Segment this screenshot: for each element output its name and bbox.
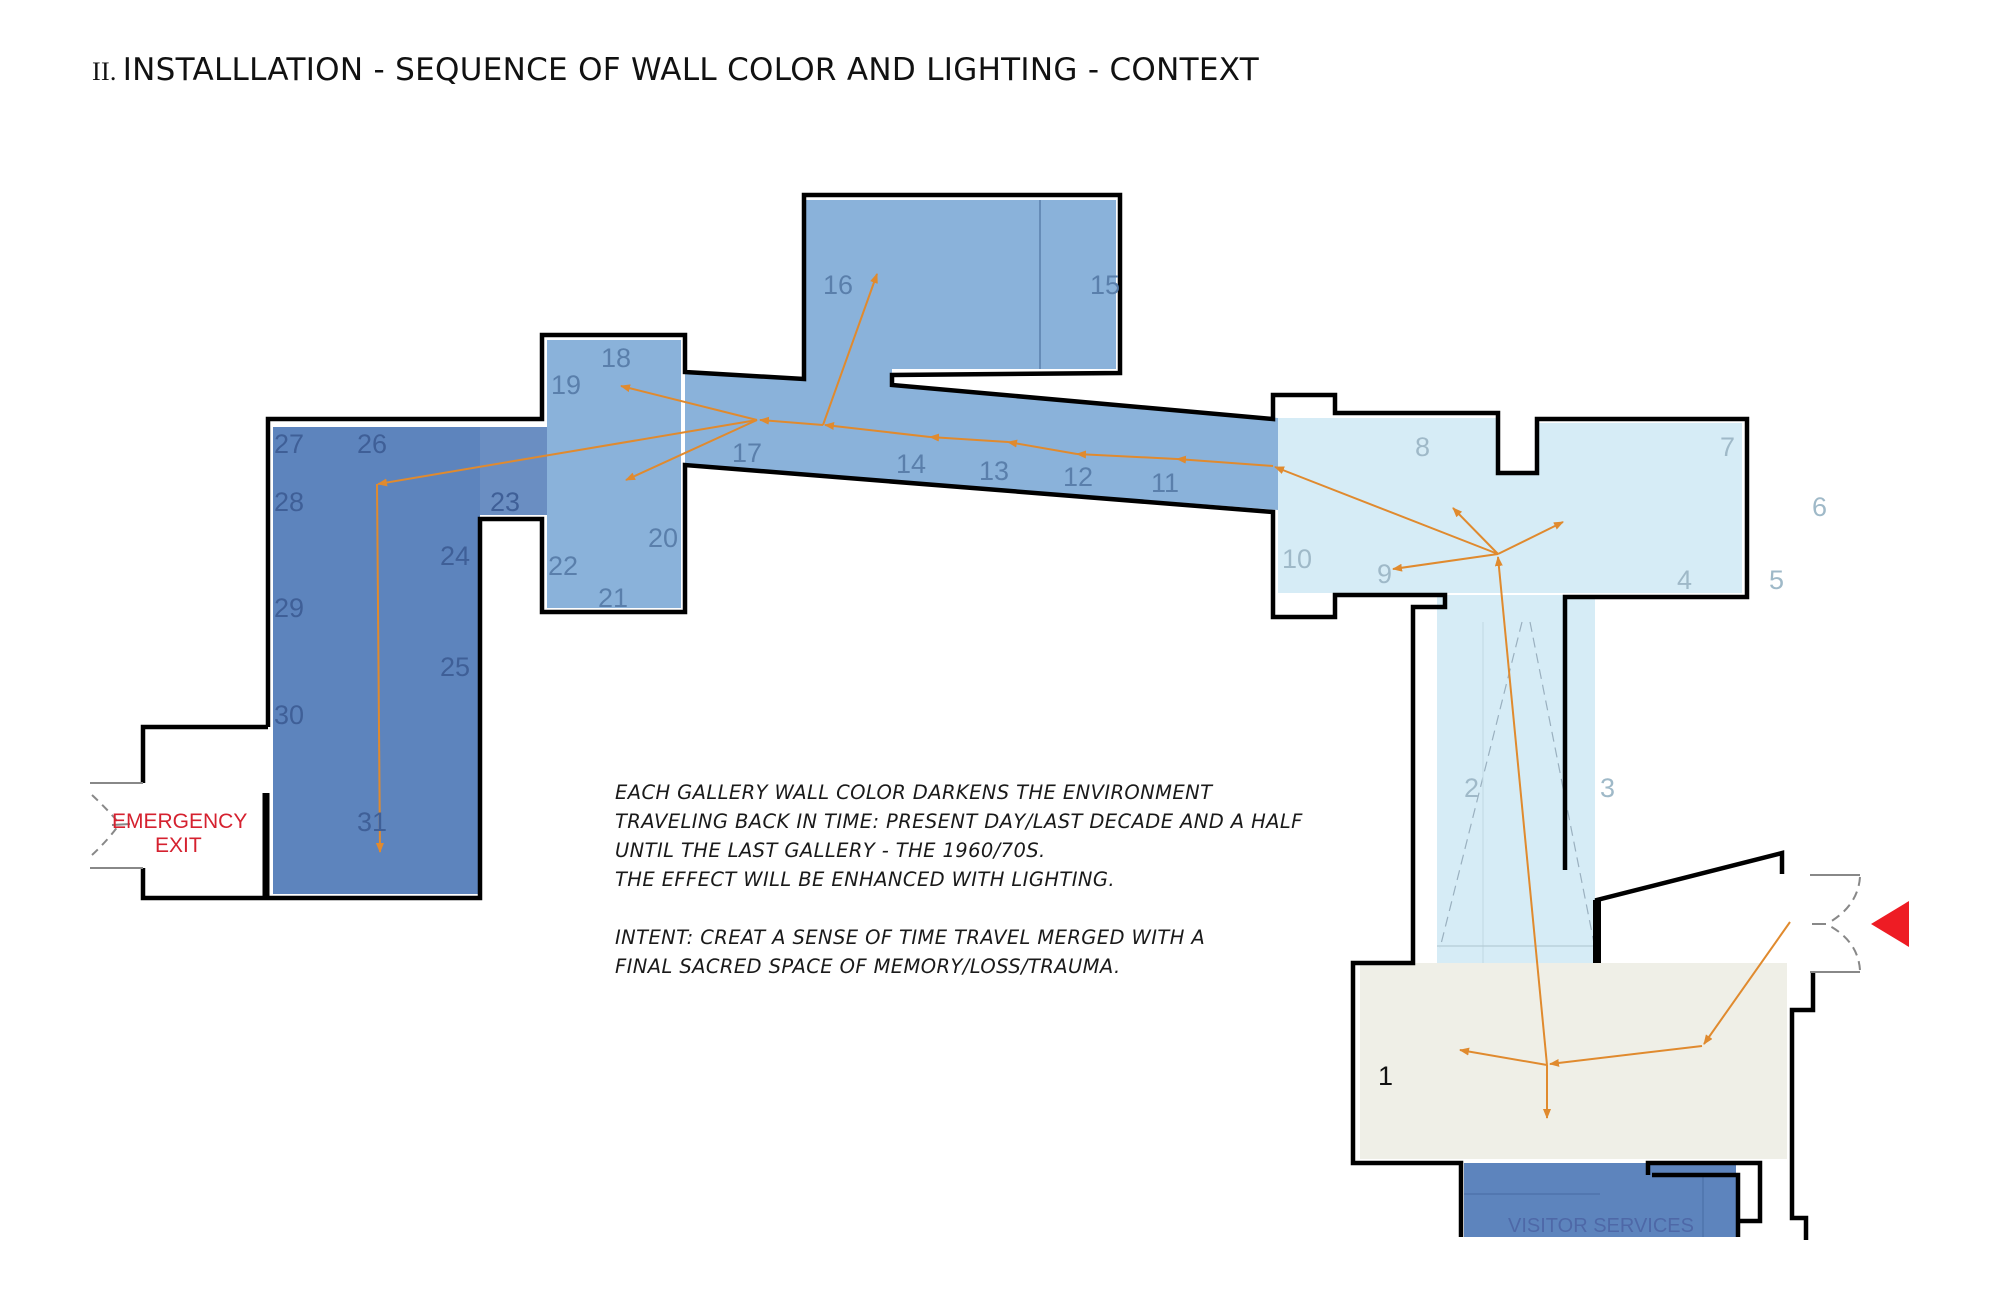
wall-number-6: 6 [1812,492,1827,522]
wall-number-23: 23 [490,487,520,517]
wall-number-18: 18 [601,343,631,373]
note-line-2: TRAVELING BACK IN TIME: PRESENT DAY/LAST… [615,810,1303,833]
wall-number-8: 8 [1415,432,1430,462]
wall-number-12: 12 [1063,462,1093,492]
wall-number-25: 25 [440,652,470,682]
visitor-path [375,273,1791,1119]
corridor-2-3-fill [1437,595,1595,963]
sightline-dashes [1437,621,1596,963]
corridor-11-17-fill [685,200,1278,510]
title-text: INSTALLLATION - SEQUENCE OF WALL COLOR A… [122,52,1259,88]
wall-number-2: 2 [1464,773,1479,803]
room-18-22-fill [547,340,681,608]
note-spacer [615,894,1303,923]
wall-left-gallery [265,192,1750,870]
wall-emergency-box [140,724,268,783]
wall-emergency-box-bottom [140,462,1464,1237]
wall-number-labels: 1 2 3 4 5 6 7 8 9 10 11 12 13 14 15 16 1… [274,270,1827,1091]
wall-number-20: 20 [648,523,678,553]
gallery-4-10-fill [1278,418,1742,593]
section-number: II. [92,57,117,86]
walls [140,192,1816,1240]
wall-number-14: 14 [896,449,926,479]
room-fills [273,200,1787,1237]
wall-visitor-a [1645,1160,1763,1224]
wall-visitor-b [1652,1172,1741,1237]
wall-number-30: 30 [274,700,304,730]
wall-number-31: 31 [357,807,387,837]
wall-number-13: 13 [979,456,1009,486]
wall-number-5: 5 [1769,565,1784,595]
wall-number-26: 26 [357,429,387,459]
wall-number-3: 3 [1600,773,1615,803]
wall-number-4: 4 [1677,565,1692,595]
page-title: II.INSTALLLATION - SEQUENCE OF WALL COLO… [92,52,1259,88]
wall-number-21: 21 [598,583,628,613]
wall-number-10: 10 [1282,544,1312,574]
design-intent-note: EACH GALLERY WALL COLOR DARKENS THE ENVI… [615,778,1303,981]
wall-number-19: 19 [551,370,581,400]
emergency-exit-label-line1: EMERGENCY [112,810,247,833]
wall-number-1: 1 [1378,1061,1393,1091]
wall-number-28: 28 [274,487,304,517]
wall-number-29: 29 [274,593,304,623]
wall-number-15: 15 [1090,270,1120,300]
emergency-exit-door [90,782,143,869]
wall-number-7: 7 [1720,432,1735,462]
note-line-1: EACH GALLERY WALL COLOR DARKENS THE ENVI… [615,781,1213,804]
entrance-marker-icon [1871,901,1909,947]
emergency-exit-label-line2: EXIT [155,834,202,857]
visitor-services-label: VISITOR SERVICES [1508,1215,1694,1237]
wall-number-9: 9 [1377,559,1392,589]
intent-line-2: FINAL SACRED SPACE OF MEMORY/LOSS/TRAUMA… [615,955,1121,978]
wall-slant [1594,850,1785,963]
wall-number-17: 17 [732,438,762,468]
wall-number-27: 27 [274,429,304,459]
wall-number-24: 24 [440,541,470,571]
wall-number-16: 16 [823,270,853,300]
entrance-door [1810,874,1861,973]
wall-number-22: 22 [548,551,578,581]
intent-line-1: INTENT: CREAT A SENSE OF TIME TRAVEL MER… [615,926,1206,949]
wall-right-lower [1789,973,1816,1240]
transition-23-fill [480,427,547,515]
note-line-4: THE EFFECT WILL BE ENHANCED WITH LIGHTIN… [615,868,1115,891]
wall-number-11: 11 [1151,468,1179,498]
note-line-3: UNTIL THE LAST GALLERY - THE 1960/70S. [615,839,1046,862]
